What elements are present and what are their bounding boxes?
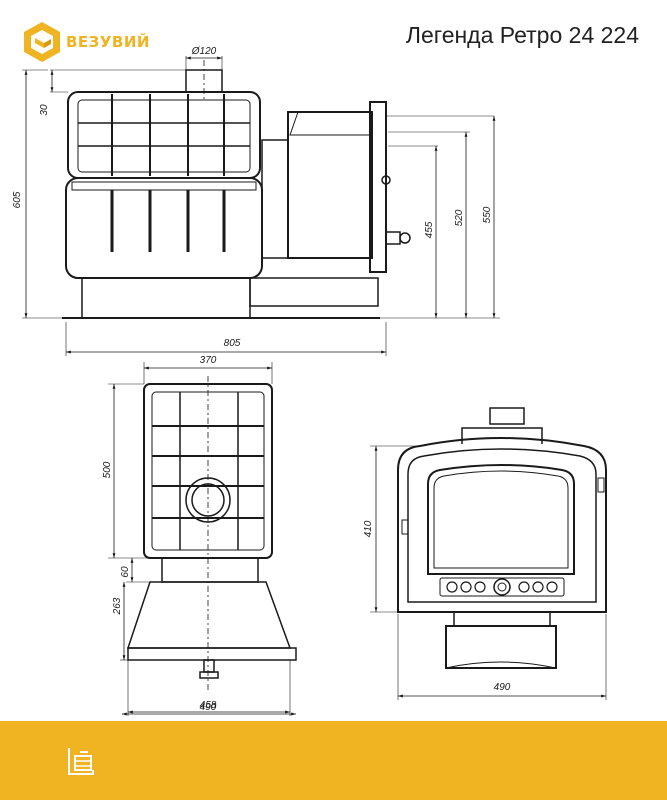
vesuvius-logo-icon	[24, 22, 60, 62]
technical-drawing: Ø120 30 605 805 550 520 455	[12, 46, 607, 716]
dim-top-width: 370	[200, 355, 217, 366]
footer-bar	[0, 721, 667, 800]
dim-body-height: 500	[102, 461, 113, 478]
dim-height-550: 550	[482, 206, 493, 223]
brand-logo: ВЕЗУВИЙ	[22, 20, 172, 64]
dim-base-width: 458	[200, 700, 217, 711]
dim-front-width: 490	[494, 682, 511, 693]
dim-total-width: 490	[200, 702, 217, 713]
back-width-dimension: 490	[122, 702, 296, 716]
back-view: 370 500 60 263 458	[102, 355, 297, 716]
brand-name: ВЕЗУВИЙ	[66, 33, 150, 51]
dim-total-length: 805	[224, 338, 241, 349]
footer-badge	[44, 721, 117, 800]
dim-pipe-diameter: Ø120	[191, 46, 217, 57]
page-title: Легенда Ретро 24 224	[405, 22, 639, 48]
dim-height-455: 455	[424, 221, 435, 238]
dim-base-height: 263	[112, 597, 123, 615]
front-view: 410 490	[363, 407, 607, 700]
dim-door-height: 410	[363, 520, 374, 537]
dim-top-offset: 30	[39, 104, 50, 116]
side-view: Ø120 30 605 805 550 520 455	[12, 46, 500, 356]
dim-height-520: 520	[454, 209, 465, 226]
stove-outline-icon	[67, 747, 94, 775]
dim-gap-60: 60	[120, 566, 131, 578]
dim-total-height: 605	[12, 191, 23, 208]
